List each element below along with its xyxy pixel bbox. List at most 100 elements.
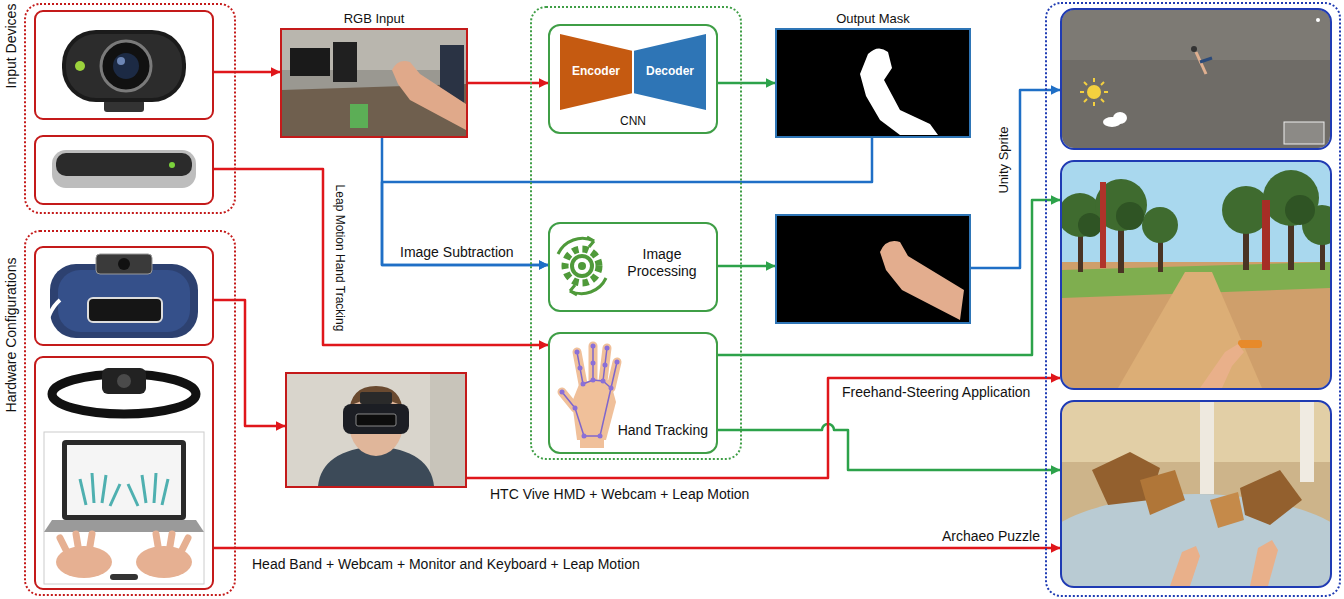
node-label: Image Processing [610,246,714,280]
unity-sprite-screenshot-part [1087,85,1101,99]
hand-skeleton-icon-part-part [598,434,603,439]
hand-skeleton-icon-part-part [601,379,606,384]
headband-laptop-illustration [44,368,204,584]
application-group [1045,2,1341,597]
gear-icon-part [565,249,599,283]
headband-laptop-illustration-part [102,368,146,394]
output-mask-illustration-part [777,30,969,136]
node-label: Hand Tracking [618,422,708,438]
user-photo-illustration-part [430,374,465,486]
leap-motion-illustration-part [169,162,175,168]
freehand-steering-screenshot-part-part [1285,195,1315,225]
hand-skeleton-icon-part-part [578,366,583,371]
webcam-illustration-part [66,34,182,98]
flow-arrow [718,82,775,85]
unity-sprite-screenshot-part-part [1101,99,1104,102]
archaeo-puzzle-screenshot-part [1170,546,1200,586]
trapezoid-fill [560,34,632,110]
headband-laptop-illustration-part [128,473,168,506]
unity-sprite-screenshot-part-part [1084,99,1087,102]
freehand-steering-screenshot-part [1062,162,1330,388]
headband-laptop-illustration-part [67,445,181,515]
rgb-frame-illustration-part [392,61,466,130]
hand-skeleton-icon-part-part [609,386,614,391]
hand-skeleton-icon-part-part [575,350,580,355]
vive-headset-illustration-part [50,264,198,338]
unity-sprite-screenshot-part [1062,10,1330,148]
headband-laptop-illustration-part [60,534,188,550]
vive-headset-illustration-part [118,258,130,270]
unity-sprite-screenshot-part-part [1093,78,1095,82]
node-label: Decoder [646,65,694,79]
gear-icon-part [572,256,592,276]
gear-icon-part [570,285,577,295]
unity-sprite-screenshot-part [1316,18,1320,22]
archaeo-puzzle-screenshot-part [1240,470,1302,525]
hand-skeleton-icon-part-part [605,346,610,351]
vive-headset-illustration [44,254,198,338]
rgb-frame-illustration [282,30,466,136]
freehand-steering-screenshot-part-part [1116,202,1144,230]
flow-arrow [718,424,1060,470]
segmented-hand-illustration-part [777,216,969,322]
output-mask-image: Output Mask [775,28,971,138]
headband-laptop-illustration-part [117,374,131,388]
archaeo-puzzle-screenshot-part [1300,402,1314,482]
freehand-steering-screenshot-part [1200,344,1244,388]
hand-skeleton-icon-part-part [603,363,608,368]
flow-arrow [467,378,1060,478]
headband-laptop-illustration-part [80,473,120,506]
unity-sprite-screenshot-part [1191,46,1197,52]
edge-label: HTC Vive HMD + Webcam + Leap Motion [490,486,749,502]
rgb-input-image: RGB Input [280,28,468,138]
unity-sprite-view [1060,8,1332,150]
user-photo-illustration-part [287,374,465,486]
user-photo-illustration [287,374,465,486]
unity-sprite-screenshot-part-part [1101,82,1104,85]
archaeo-puzzle-screenshot-part [1250,540,1278,586]
unity-sprite-screenshot [1062,10,1330,148]
image-processing-box: Image Processing [548,222,718,312]
decoder-block: Decoder [634,34,706,110]
flow-arrow [468,82,548,85]
leap-motion-panel [34,135,214,205]
flow-arrow [382,138,548,265]
hand-skeleton-icon-part-part [581,382,586,387]
flow-arrow [718,200,1060,355]
segmented-hand-illustration [777,216,969,322]
headband-laptop-illustration-part [110,574,138,580]
hand-skeleton-icon-part-part [582,434,587,439]
freehand-steering-screenshot-part-part [1142,207,1178,243]
trapezoid-fill [634,34,706,110]
node-label: Encoder [572,65,620,79]
headband-laptop-illustration-part [62,440,186,520]
webcam-illustration-part [75,61,85,71]
headband-laptop-illustration-part [44,432,204,584]
node-label: CNN [550,115,716,129]
hand-skeleton-icon-part-part [591,361,596,366]
leap-motion-illustration-part [56,153,192,176]
rgb-frame-illustration-part [290,48,330,76]
freehand-steering-screenshot-part-part [1263,170,1319,226]
edge-label: Leap Motion Hand Tracking [332,185,346,332]
freehand-steering-screenshot-part [1078,195,1315,237]
webcam-illustration-part [113,53,139,79]
hand-skeleton-icon-part-part [573,406,578,411]
unity-sprite-screenshot-part [1113,112,1127,124]
archaeo-puzzle-screenshot-part [1062,402,1330,462]
unity-sprite-screenshot-part [1080,78,1108,106]
archaeo-puzzle-screenshot-part [1210,492,1244,528]
user-photo-illustration-part [360,392,392,404]
unity-sprite-screenshot-part-part [1084,82,1087,85]
output-mask-illustration-part [860,48,938,135]
rgb-frame-illustration-part [282,30,466,136]
flow-arrow [214,547,1060,550]
processing-group: CNN Encoder DecoderImage ProcessingHand Tr… [530,6,742,460]
unity-sprite-screenshot-part-part [1104,91,1108,93]
archaeo-puzzle-screenshot [1062,402,1330,586]
user-photo-illustration-part [356,414,396,426]
segmented-hand-image [775,214,971,324]
gear-icon-part [578,262,586,270]
